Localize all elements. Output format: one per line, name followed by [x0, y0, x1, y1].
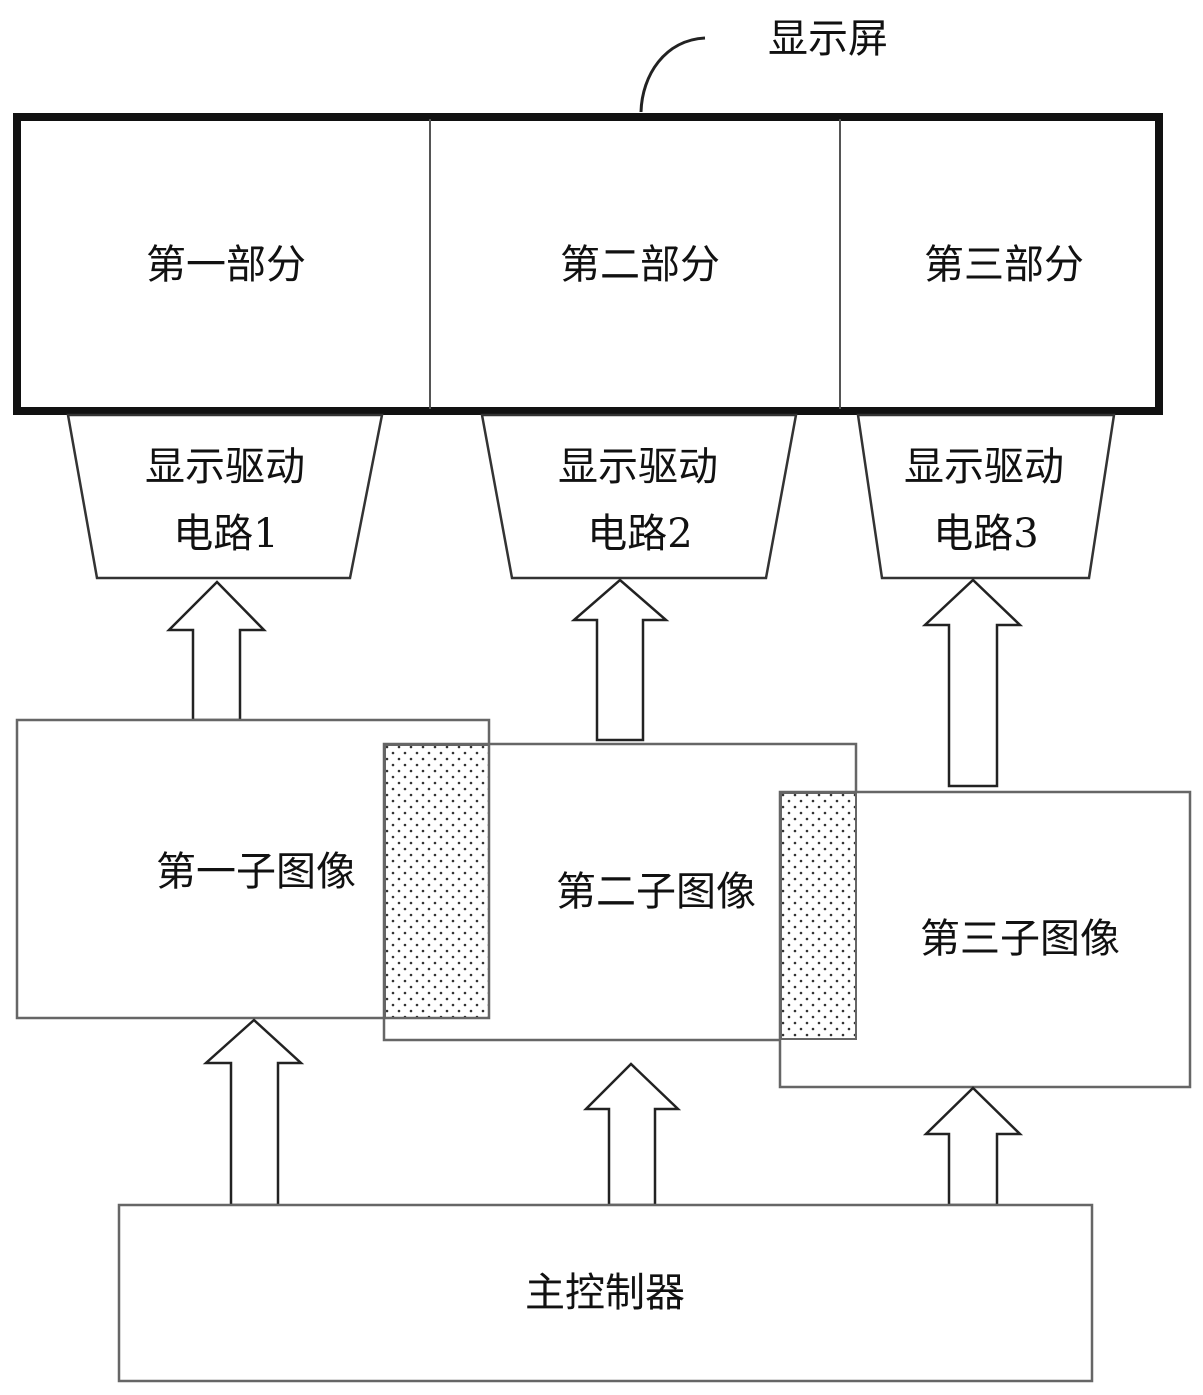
arrow-controller-to-sub-image-1 [202, 1018, 305, 1207]
driver-circuit-2-line1: 显示驱动 [558, 444, 718, 490]
main-controller: 主控制器 [117, 1203, 1094, 1383]
driver-circuit-2: 显示驱动 电路2 [480, 413, 798, 580]
sub-image-1-label: 第一子图像 [156, 849, 356, 895]
screen-part-3-label: 第三部分 [924, 242, 1084, 288]
arrow-sub-image-3-to-driver-3 [921, 578, 1024, 788]
screen-part-2-label: 第二部分 [560, 242, 720, 288]
driver-circuit-1: 显示驱动 电路1 [66, 413, 384, 580]
driver-circuit-1-line1: 显示驱动 [145, 444, 305, 490]
driver-circuit-3-line2: 电路3 [933, 511, 1038, 557]
driver-circuit-2-line2: 电路2 [587, 511, 692, 557]
driver-circuit-1-line2: 电路1 [173, 511, 278, 557]
overlap-region-2-3 [780, 792, 857, 1040]
screen-callout-leader [639, 36, 706, 113]
overlap-region-1-2 [384, 744, 490, 1019]
driver-circuit-3: 显示驱动 电路3 [856, 413, 1116, 580]
driver-circuit-3-line1: 显示驱动 [904, 444, 1064, 490]
arrow-sub-image-1-to-driver-1 [165, 580, 267, 722]
sub-image-3-label: 第三子图像 [920, 916, 1120, 962]
arrow-controller-to-sub-image-2 [582, 1062, 682, 1207]
arrow-sub-image-2-to-driver-2 [570, 578, 670, 742]
main-controller-label: 主控制器 [525, 1270, 685, 1316]
screen-callout-label: 显示屏 [768, 16, 888, 62]
sub-image-2-label: 第二子图像 [556, 869, 756, 915]
arrow-controller-to-sub-image-3 [922, 1086, 1024, 1207]
screen-part-1-label: 第一部分 [146, 242, 306, 288]
display-screen: 第一部分 第二部分 第三部分 [13, 113, 1163, 415]
